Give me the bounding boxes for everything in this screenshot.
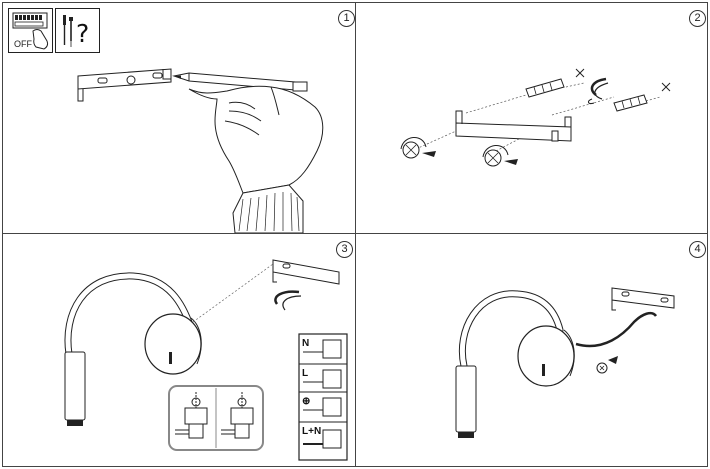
step-3-number: 3 <box>336 241 353 258</box>
off-label: OFF <box>14 39 32 49</box>
mark-drill-holes-illustration <box>77 68 324 233</box>
wiring-row-live-neutral: L+N <box>302 426 342 449</box>
step-4-panel: 4 <box>355 233 708 467</box>
neutral-label: N <box>302 338 309 349</box>
step-4-number: 4 <box>689 241 706 258</box>
step-2-panel: 2 <box>355 2 708 234</box>
live-label: L <box>302 368 308 379</box>
wiring-row-earth: ⊕ <box>302 396 342 417</box>
live-neutral-label: L+N <box>302 426 321 437</box>
terminal-block-right <box>221 392 254 439</box>
step-2-number: 2 <box>689 10 706 27</box>
terminal-block-left <box>175 392 208 439</box>
step-3-panel: 3 <box>2 233 356 467</box>
power-off-icon: OFF <box>8 8 53 53</box>
mount-bracket-illustration <box>400 68 671 167</box>
step-1-number: 1 <box>338 10 355 27</box>
connect-wires-illustration: N L ⊕ L+N <box>64 259 348 461</box>
tools-check-icon: ? <box>55 8 100 53</box>
earth-label: ⊕ <box>302 396 310 407</box>
attach-lamp-illustration <box>455 287 675 438</box>
step-1-panel: 1 OFF ? <box>2 2 356 234</box>
question-mark: ? <box>76 19 89 48</box>
wiring-row-neutral: N <box>302 338 342 359</box>
wiring-row-live: L <box>302 368 342 389</box>
